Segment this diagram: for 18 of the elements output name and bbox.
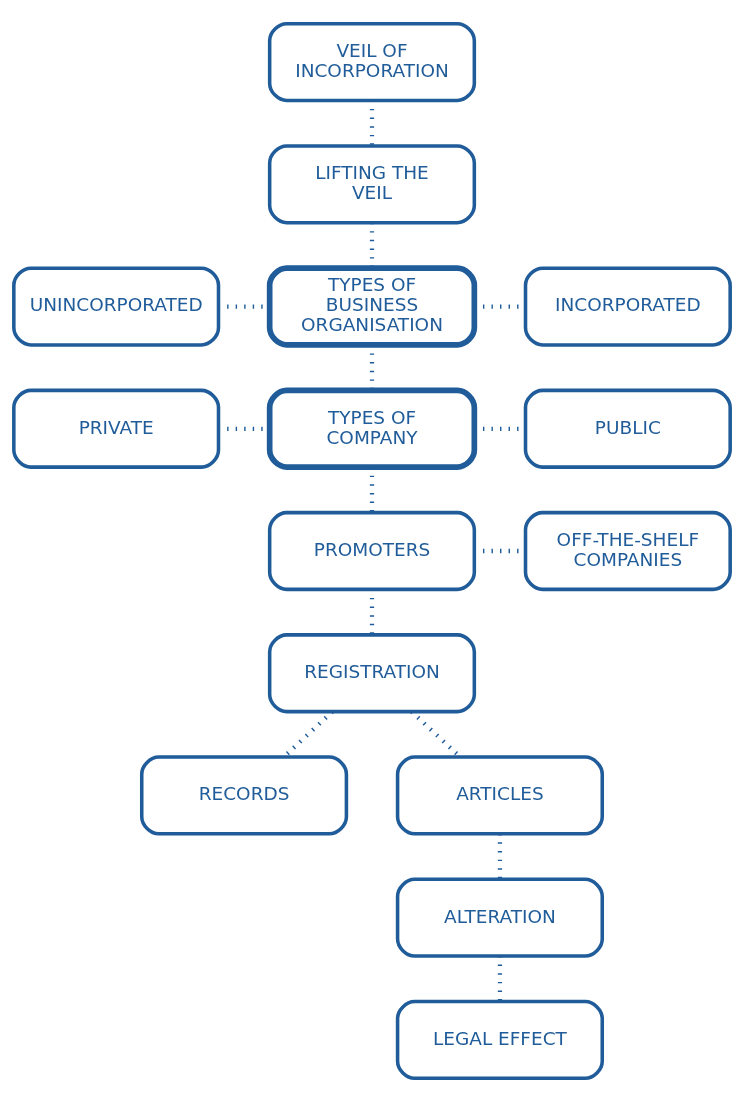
node-box: INCORPORATED — [523, 265, 732, 347]
node-box: RECORDS — [139, 754, 349, 836]
node-box: TYPES OF COMPANY — [266, 387, 478, 470]
node-box: LIFTING THE VEIL — [267, 143, 477, 224]
node-box: PROMOTERS — [267, 510, 477, 591]
node-box: ALTERATION — [395, 877, 605, 958]
connector — [497, 955, 503, 1001]
connector — [497, 833, 503, 879]
node-box: ARTICLES — [395, 754, 605, 836]
node-box: UNINCORPORATED — [12, 265, 221, 347]
node-box: VEIL OF INCORPORATION — [267, 21, 477, 102]
node-box: LEGAL EFFECT — [395, 999, 605, 1080]
node-box: TYPES OF BUSINESS ORGANISATION — [266, 264, 478, 348]
connector — [369, 222, 375, 268]
node-box: PUBLIC — [523, 388, 732, 469]
node-box: PRIVATE — [12, 388, 221, 469]
node-box: REGISTRATION — [267, 632, 477, 713]
node-box: OFF-THE-SHELF COMPANIES — [523, 510, 732, 591]
